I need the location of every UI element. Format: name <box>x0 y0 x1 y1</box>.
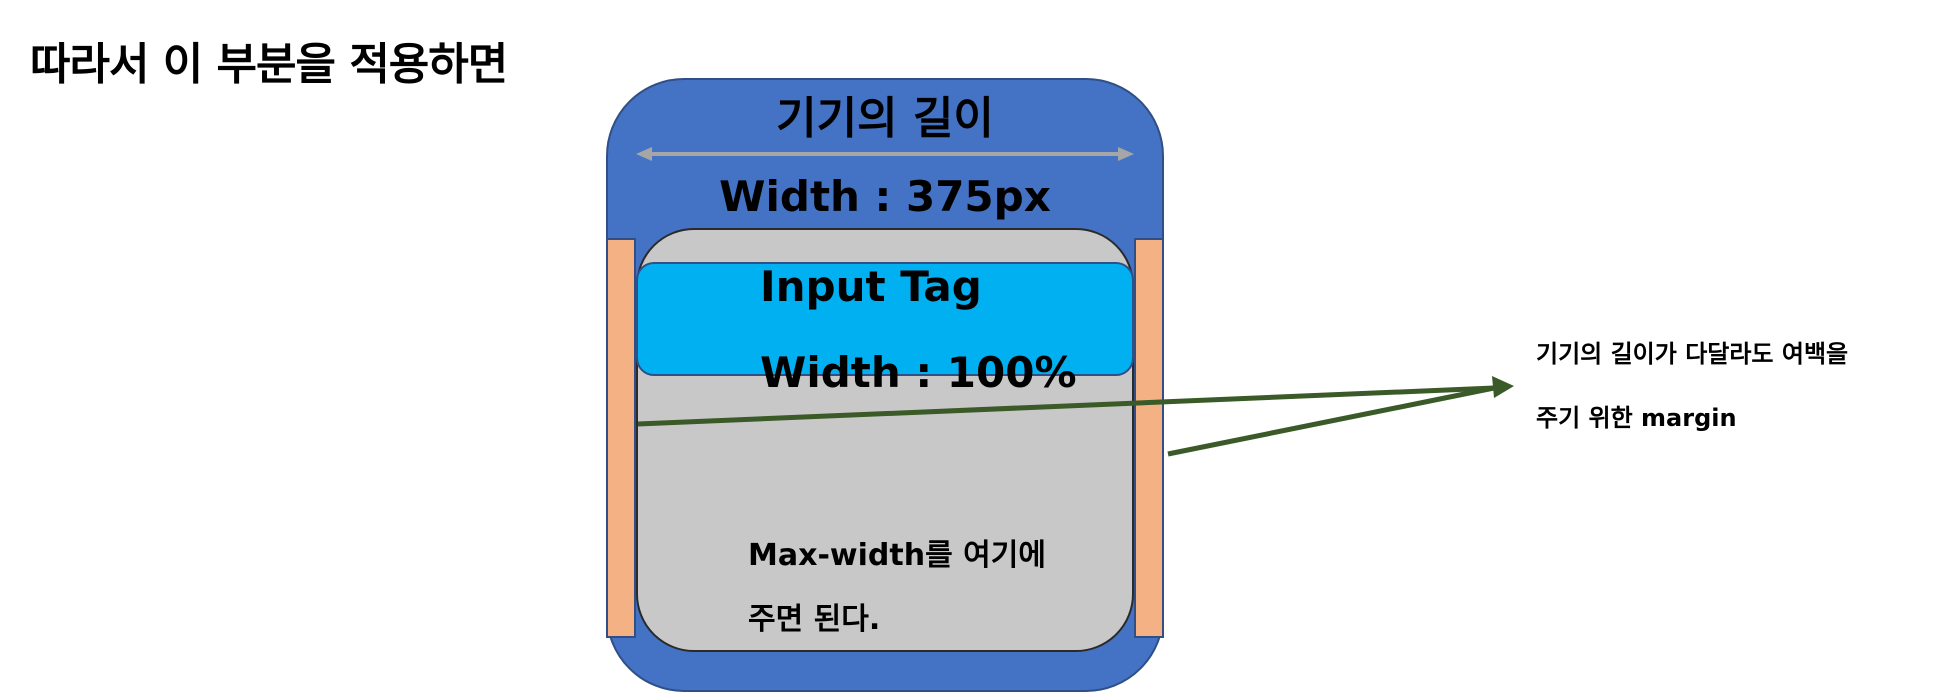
device-width-label: Width : 375px <box>719 172 1051 221</box>
margin-note-line-1: 기기의 길이가 다달라도 여백을 <box>1536 340 1849 368</box>
page-title: 따라서 이 부분을 적용하면 <box>30 39 508 90</box>
max-width-note-line-1: Max-width를 여기에 <box>748 538 1046 573</box>
max-width-note: Max-width를 여기에 주면 된다. <box>748 524 1046 652</box>
left-margin-bar <box>606 238 636 638</box>
margin-arrows <box>637 376 1514 457</box>
arrowhead <box>1492 376 1514 398</box>
device-title: 기기의 길이 <box>776 93 994 144</box>
input-tag-label: Input Tag <box>760 262 982 311</box>
margin-note-line-2: 주기 위한 margin <box>1536 404 1737 432</box>
right-margin-bar <box>1134 238 1164 638</box>
input-tag-box <box>636 262 1134 376</box>
device-width-arrow <box>636 147 1134 161</box>
margin-note: 기기의 길이가 다달라도 여백을 주기 위한 margin <box>1536 322 1848 450</box>
input-width-label: Width : 100% <box>760 348 1077 397</box>
max-width-note-line-2: 주면 된다. <box>748 602 881 637</box>
